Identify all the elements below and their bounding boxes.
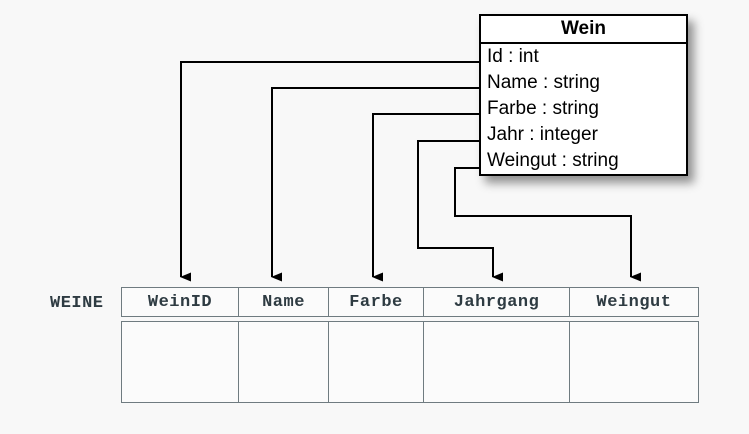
column-header-farbe: Farbe xyxy=(329,288,424,316)
column-header-name: Name xyxy=(239,288,329,316)
column-header-weinid: WeinID xyxy=(122,288,239,316)
uml-attribute-id: Id : int xyxy=(487,46,539,67)
connector-farbe-to-farbe xyxy=(372,113,479,282)
connector-weingut-to-weingut xyxy=(454,167,641,282)
column-header-jahrgang: Jahrgang xyxy=(424,288,570,316)
uml-class-name: Wein xyxy=(481,16,686,44)
uml-class-box: Wein Id : int Name : string Farbe : stri… xyxy=(479,14,688,176)
uml-attribute-jahr: Jahr : integer xyxy=(487,124,598,145)
table-header-row: WeinID Name Farbe Jahrgang Weingut xyxy=(121,287,699,317)
column-header-weingut: Weingut xyxy=(596,292,672,312)
connector-name-to-name xyxy=(271,87,479,282)
relational-table: WeinID Name Farbe Jahrgang Weingut xyxy=(121,287,699,403)
table-cell-weinid xyxy=(122,322,239,402)
connector-jahr-to-jahrgang xyxy=(417,140,503,282)
uml-attribute-weingut: Weingut : string xyxy=(487,150,619,171)
table-cell-weingut xyxy=(570,322,698,402)
uml-attribute-farbe: Farbe : string xyxy=(487,98,599,119)
uml-attribute-name: Name : string xyxy=(487,72,600,93)
table-cell-jahrgang xyxy=(424,322,570,402)
table-row xyxy=(121,321,699,403)
connector-id-to-weinid xyxy=(180,61,479,282)
table-cell-name xyxy=(239,322,329,402)
uml-attribute-compartment: Id : int Name : string Farbe : string Ja… xyxy=(481,44,686,174)
relational-table-label: WEINE xyxy=(50,294,104,313)
table-cell-farbe xyxy=(329,322,424,402)
